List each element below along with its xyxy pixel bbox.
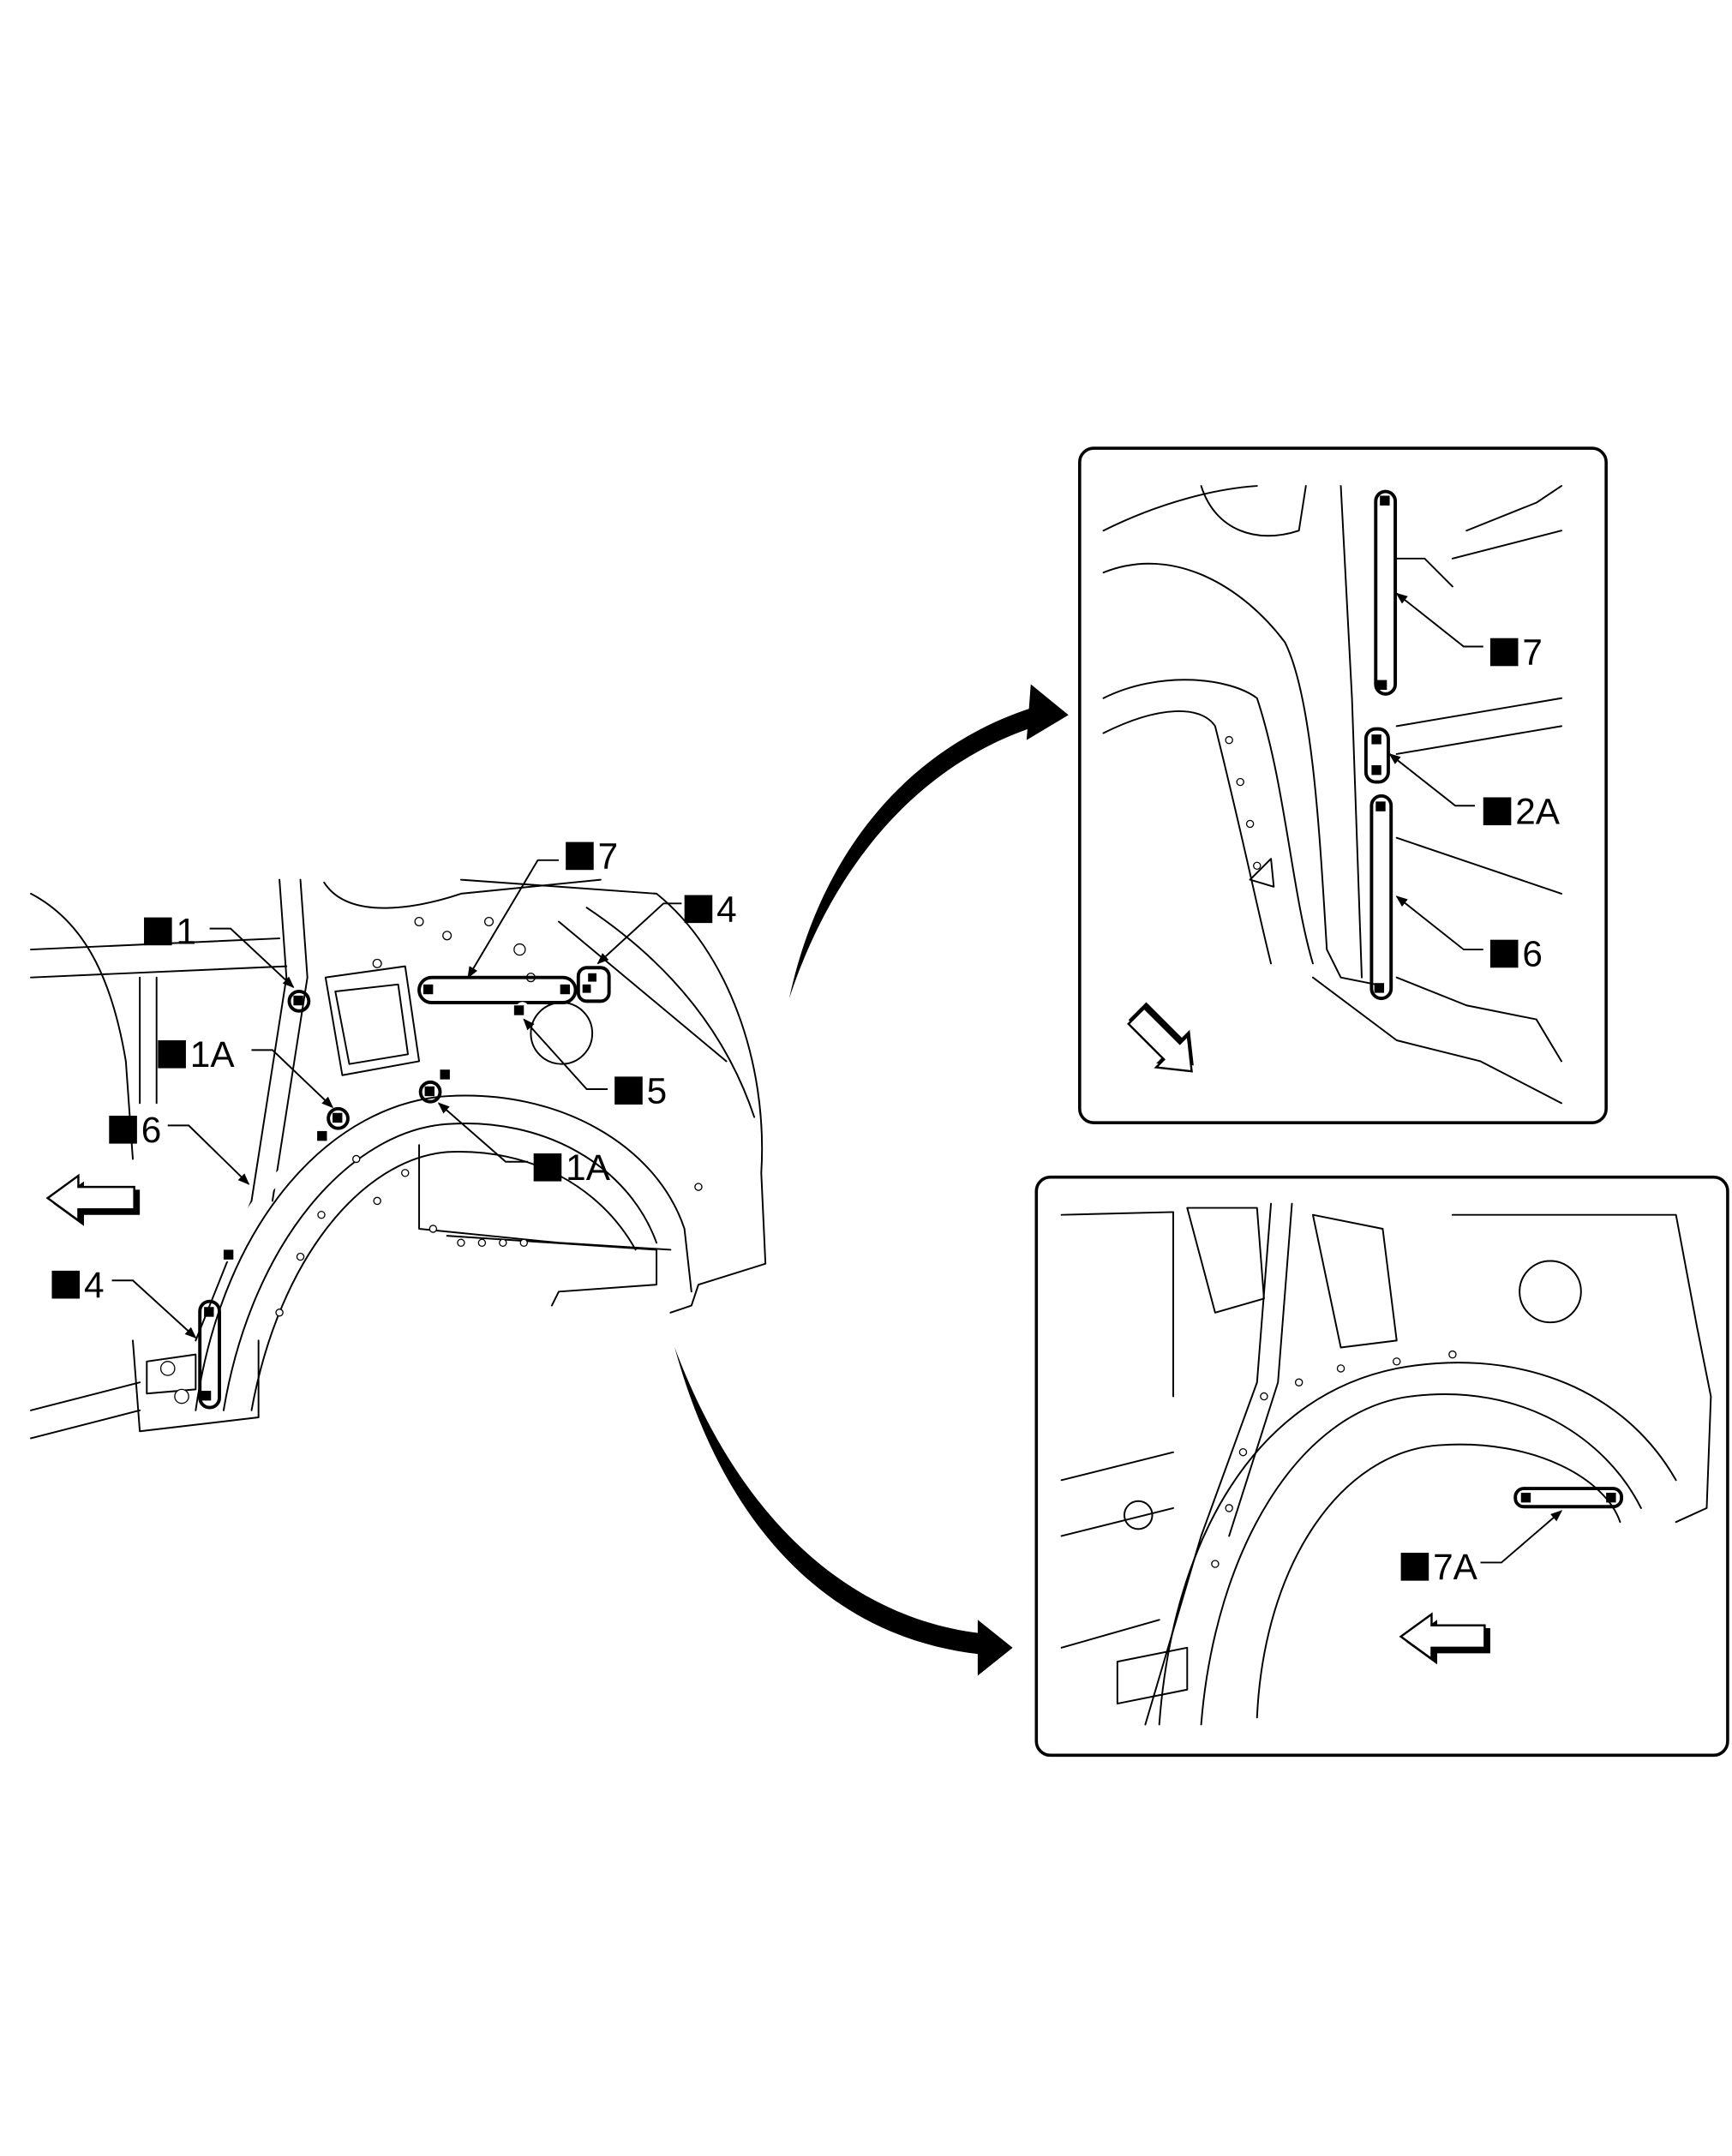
label-6: 6 [109, 1110, 161, 1150]
label-7A: 7A [1400, 1547, 1478, 1587]
leader-lines [111, 859, 682, 1339]
label-text: 7A [1433, 1547, 1478, 1587]
label-text: 4 [84, 1265, 105, 1305]
label-text: 7 [1522, 632, 1543, 673]
label-text: 6 [1522, 934, 1543, 974]
curved-arrow-to-lower-inset-icon [674, 1347, 1013, 1676]
label-6: 6 [1489, 934, 1543, 974]
inset-upper-line-art [1102, 485, 1562, 1105]
rivet-holes [159, 916, 703, 1404]
label-2A: 2A [1483, 791, 1561, 831]
inset-lower-line-art [1060, 1202, 1712, 1726]
label-text: 1 [177, 912, 197, 952]
label-5: 5 [614, 1070, 667, 1111]
label-text: 1A [566, 1147, 611, 1188]
curved-arrow-to-upper-inset-icon [788, 684, 1069, 999]
label-text: 7 [598, 836, 619, 877]
label-text: 2A [1515, 791, 1561, 831]
inset-lower: 7A [1034, 1175, 1729, 1758]
weld-highlights [198, 966, 611, 1410]
front-arrow-left-icon [45, 1173, 141, 1226]
label-7: 7 [566, 836, 618, 877]
label-7: 7 [1489, 632, 1543, 673]
label-4-upper: 4 [684, 889, 737, 929]
label-text: 4 [716, 889, 737, 929]
leader-lines [1480, 1510, 1563, 1564]
inset-lower-frame [1034, 1175, 1729, 1758]
label-1A-left: 1A [158, 1034, 235, 1075]
label-text: 1A [190, 1034, 236, 1075]
weld-highlights [1363, 489, 1398, 1001]
leader-lines [1388, 592, 1483, 951]
front-arrow-up-left-icon [1127, 1002, 1194, 1073]
main-view: 1 7 4 1A 5 1A 6 4 [30, 836, 767, 1440]
label-1A-right: 1A [533, 1147, 611, 1188]
label-text: 6 [141, 1110, 162, 1150]
inset-upper: 7 2A 6 [1078, 446, 1608, 1124]
label-text: 5 [647, 1070, 668, 1111]
label-4-lower: 4 [51, 1265, 105, 1305]
inset-upper-frame [1078, 446, 1608, 1124]
front-arrow-left-icon [1399, 1612, 1490, 1665]
weld-highlights [1513, 1487, 1624, 1509]
body-panel-line-art [30, 878, 767, 1440]
label-1: 1 [144, 912, 196, 952]
